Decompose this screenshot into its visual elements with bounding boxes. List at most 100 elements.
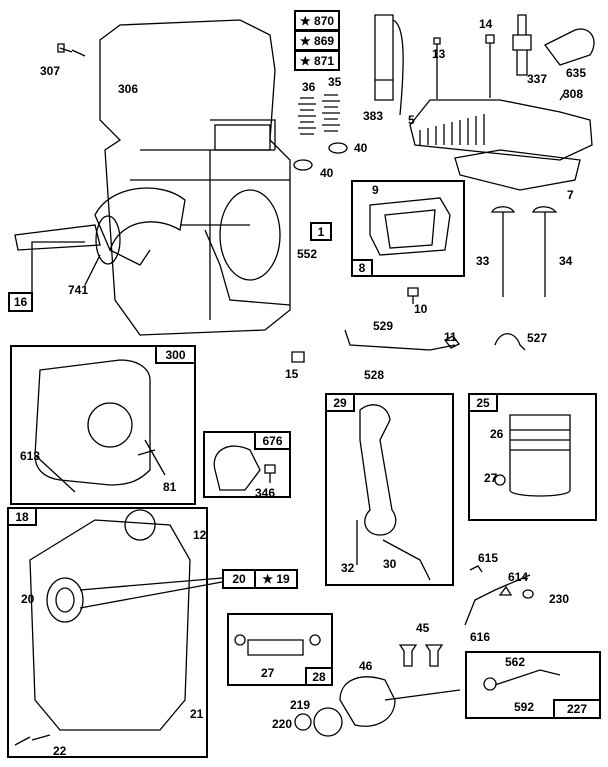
part-number: 8 [358,261,366,275]
valve-34-part [532,206,558,297]
star-icon: ★ [299,53,311,68]
rod-bolt-part [356,520,431,581]
label-616: 616 [470,630,491,644]
group-tag-227: 227 [553,699,601,719]
label-13: 13 [432,47,446,61]
part-number: 869 [314,33,335,48]
kit-870-tag: ★ 870 [294,10,340,31]
gasket-7-part [454,149,581,191]
label-34: 34 [559,254,573,268]
label-219: 219 [290,698,311,712]
gear-219-part [313,707,343,737]
crankshaft-part [14,187,250,266]
label-306: 306 [118,82,139,96]
label-81: 81 [163,480,177,494]
label-527: 527 [527,331,548,345]
label-614: 614 [508,570,529,584]
valve-spring-36-part [298,97,316,135]
group-tag-676: 676 [254,431,291,450]
part-number: 871 [314,53,335,68]
label-33: 33 [476,254,490,268]
group-tag-18: 18 [7,507,37,526]
group-box-18 [7,507,208,758]
screw-10-part [407,287,419,304]
label-529: 529 [373,319,394,333]
group-tag-29: 29 [325,393,355,412]
label-15: 15 [285,367,299,381]
part-number: 16 [13,295,28,309]
label-337: 337 [527,72,548,86]
label-32: 32 [341,561,355,575]
part-number: 676 [262,433,283,448]
valve-33-part [491,206,516,297]
kit-869-tag: ★ 869 [294,30,340,51]
group-box-227 [465,651,601,719]
group-tag-300: 300 [155,345,196,364]
part-number: 29 [333,395,347,410]
label-7: 7 [567,188,574,202]
muffler-part [34,359,151,486]
cylinder-block-part [99,19,291,336]
label-36: 36 [302,80,316,94]
spark-plug-boot-part [544,28,595,66]
label-615: 615 [478,551,499,565]
label-30: 30 [383,557,397,571]
washer-220-part [294,713,312,731]
part-number: 300 [165,347,186,362]
part-number: 28 [312,669,326,684]
kit-19-tag: ★ 19 [254,569,298,589]
star-icon: ★ [299,13,311,28]
tube-529-part [344,329,456,351]
group-box-29 [325,393,454,586]
leader-line [84,254,101,286]
label-592: 592 [514,700,535,714]
label-552: 552 [297,247,318,261]
screw-346-part [264,464,276,483]
piston-part [509,414,571,497]
breather-cover-part [409,99,593,161]
label-12: 12 [193,528,207,542]
part-number: 870 [314,13,335,28]
part-number: 19 [276,572,290,586]
label-528: 528 [364,368,385,382]
label-46: 46 [359,659,373,673]
part-number: 1 [317,224,325,239]
governor-562-part [483,669,561,691]
star-icon: ★ [299,33,311,48]
label-562: 562 [505,655,526,669]
label-14: 14 [479,17,493,31]
bolt-307-part [57,43,86,57]
valve-spring-35-part [322,94,340,132]
label-220: 220 [272,717,293,731]
group-box-25 [468,393,597,521]
leader-line [559,91,566,101]
label-307: 307 [40,64,61,78]
link-616-part [464,574,531,626]
spark-plug-part [512,14,532,76]
bolt-14-part [485,34,495,98]
label-11: 11 [444,330,457,344]
label-346: 346 [255,486,276,500]
star-icon: ★ [262,572,274,586]
part-number: 18 [15,509,29,524]
label-5: 5 [408,113,415,127]
part-tag-20: 20 [222,569,256,589]
label-308: 308 [563,87,584,101]
retainer-40-part [328,142,348,154]
label-10: 10 [414,302,428,316]
label-35: 35 [328,75,342,89]
group-tag-28: 28 [305,667,333,686]
group-tag-16: 16 [8,292,33,312]
piston-ring-clip-part [494,474,506,486]
part-number: 25 [476,395,490,410]
tappet-45-part [398,644,444,667]
leader-line [31,241,85,300]
label-20: 20 [21,592,35,606]
label-741: 741 [68,283,89,297]
valve-cover-part [369,197,451,256]
engine-sump-part [29,519,191,731]
label-9: 9 [372,183,379,197]
connecting-rod-part [359,404,397,536]
label-27: 27 [261,666,275,680]
